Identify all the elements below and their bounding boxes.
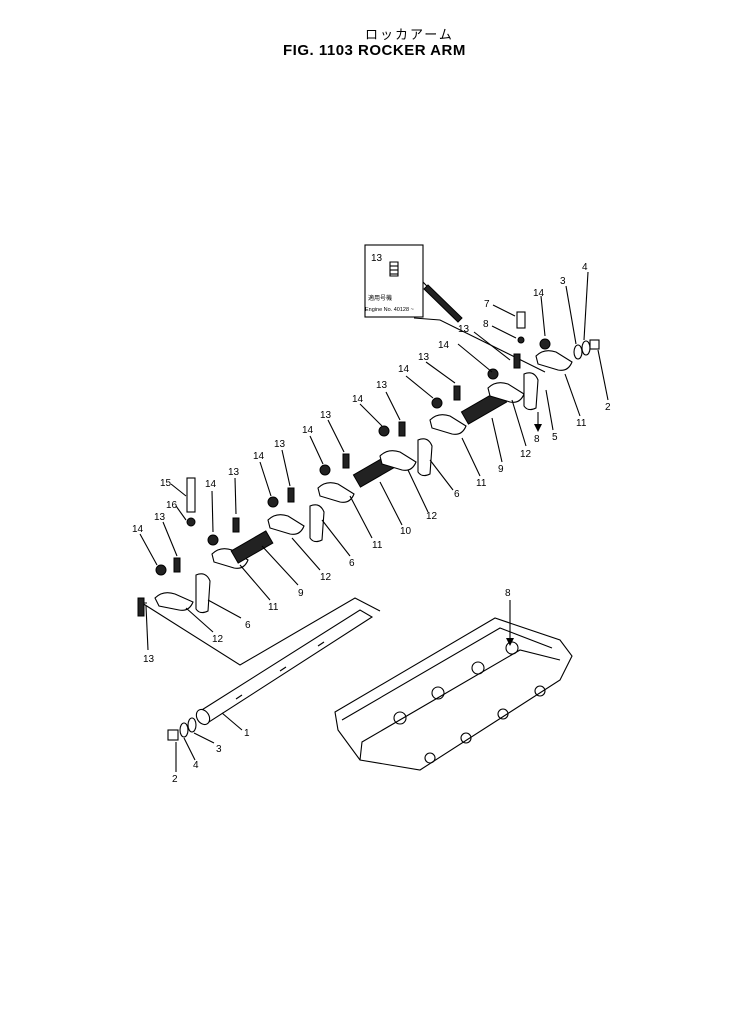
callout-10: 10 <box>400 526 412 537</box>
callout-12-c: 12 <box>426 511 438 522</box>
spring-9a <box>230 530 274 564</box>
callout-labels: 2 4 3 1 13 12 6 14 13 11 9 12 6 15 16 14… <box>132 262 611 785</box>
callout-13-e: 13 <box>320 410 332 421</box>
callout-13-f: 13 <box>376 380 388 391</box>
callout-14-h: 14 <box>533 288 545 299</box>
callout-16: 16 <box>166 500 178 511</box>
figure-title: FIG. 1103 ROCKER ARM <box>283 42 466 59</box>
callout-6-c: 6 <box>454 489 460 500</box>
shaft-end-parts-right <box>573 339 600 360</box>
callout-6-b: 6 <box>349 558 355 569</box>
inset-frame <box>364 244 424 318</box>
callout-15: 15 <box>160 478 172 489</box>
leader-lines <box>139 271 609 651</box>
rocker-arm-8 <box>535 350 573 371</box>
rocker-shaft <box>195 609 374 726</box>
callout-12-a: 12 <box>212 634 224 645</box>
callout-4-right: 4 <box>582 262 588 273</box>
bolt-7 <box>516 311 526 329</box>
callout-11-d: 11 <box>576 418 587 429</box>
rocker-arm-2 <box>211 530 274 569</box>
callout-11-b: 11 <box>372 540 383 551</box>
callout-5: 5 <box>552 432 558 443</box>
callout-7: 7 <box>484 299 490 310</box>
plug-2 <box>167 729 179 741</box>
bolts-and-washers <box>186 311 526 527</box>
cylinder-head <box>334 600 573 771</box>
rocker-arm-3 <box>267 504 325 543</box>
spring-washer-3 <box>187 717 197 733</box>
arrow-8 <box>534 412 542 432</box>
callout-2-left: 2 <box>172 774 178 785</box>
callout-4-left: 4 <box>193 760 199 771</box>
group-bracket-right <box>413 317 546 373</box>
washer-4 <box>179 722 189 738</box>
washer-16 <box>186 517 196 527</box>
callout-13-c: 13 <box>228 467 240 478</box>
bolt-15 <box>186 477 196 513</box>
callout-3-left: 3 <box>216 744 222 755</box>
callout-13-h: 13 <box>458 324 470 335</box>
callout-14-c: 14 <box>253 451 265 462</box>
inset-part-label: 13 <box>371 253 383 264</box>
japanese-title: ロッカアーム <box>365 28 454 43</box>
callout-11-c: 11 <box>476 478 487 489</box>
adjust-screws-and-nuts <box>137 338 551 617</box>
callout-1: 1 <box>244 728 250 739</box>
callout-8-a: 8 <box>534 434 540 445</box>
callout-13-g: 13 <box>418 352 430 363</box>
callout-9-b: 9 <box>498 464 504 475</box>
callout-6-a: 6 <box>245 620 251 631</box>
inset-note-jp: 適用号機 <box>368 294 392 302</box>
callout-11-a: 11 <box>268 602 279 613</box>
callout-3-right: 3 <box>560 276 566 287</box>
rocker-arm-7 <box>487 372 539 411</box>
shaft-end-parts-left <box>167 712 243 772</box>
inset-note-en: Engine No. 40128 ~ <box>365 307 414 313</box>
callout-14-g: 14 <box>438 340 450 351</box>
callout-8-head: 8 <box>505 588 511 599</box>
callout-14-a: 14 <box>132 524 144 535</box>
callout-13-a: 13 <box>143 654 155 665</box>
rocker-arm-6 <box>429 389 508 435</box>
callout-12-d: 12 <box>520 449 532 460</box>
callout-13-d: 13 <box>274 439 286 450</box>
callout-2-right: 2 <box>605 402 611 413</box>
callout-14-d: 14 <box>302 425 314 436</box>
rocker-arm-1 <box>154 573 211 614</box>
callout-9-a: 9 <box>298 588 304 599</box>
inset-detail: 13 適用号機 Engine No. 40128 ~ <box>364 244 463 323</box>
callout-8-b: 8 <box>483 319 489 330</box>
callout-14-f: 14 <box>398 364 410 375</box>
callout-13-b: 13 <box>154 512 166 523</box>
washer-8 <box>517 336 525 344</box>
rocker-arm-5 <box>379 438 433 477</box>
threaded-stud <box>423 284 463 323</box>
callout-14-e: 14 <box>352 394 364 405</box>
callout-14-b: 14 <box>205 479 217 490</box>
callout-12-b: 12 <box>320 572 332 583</box>
